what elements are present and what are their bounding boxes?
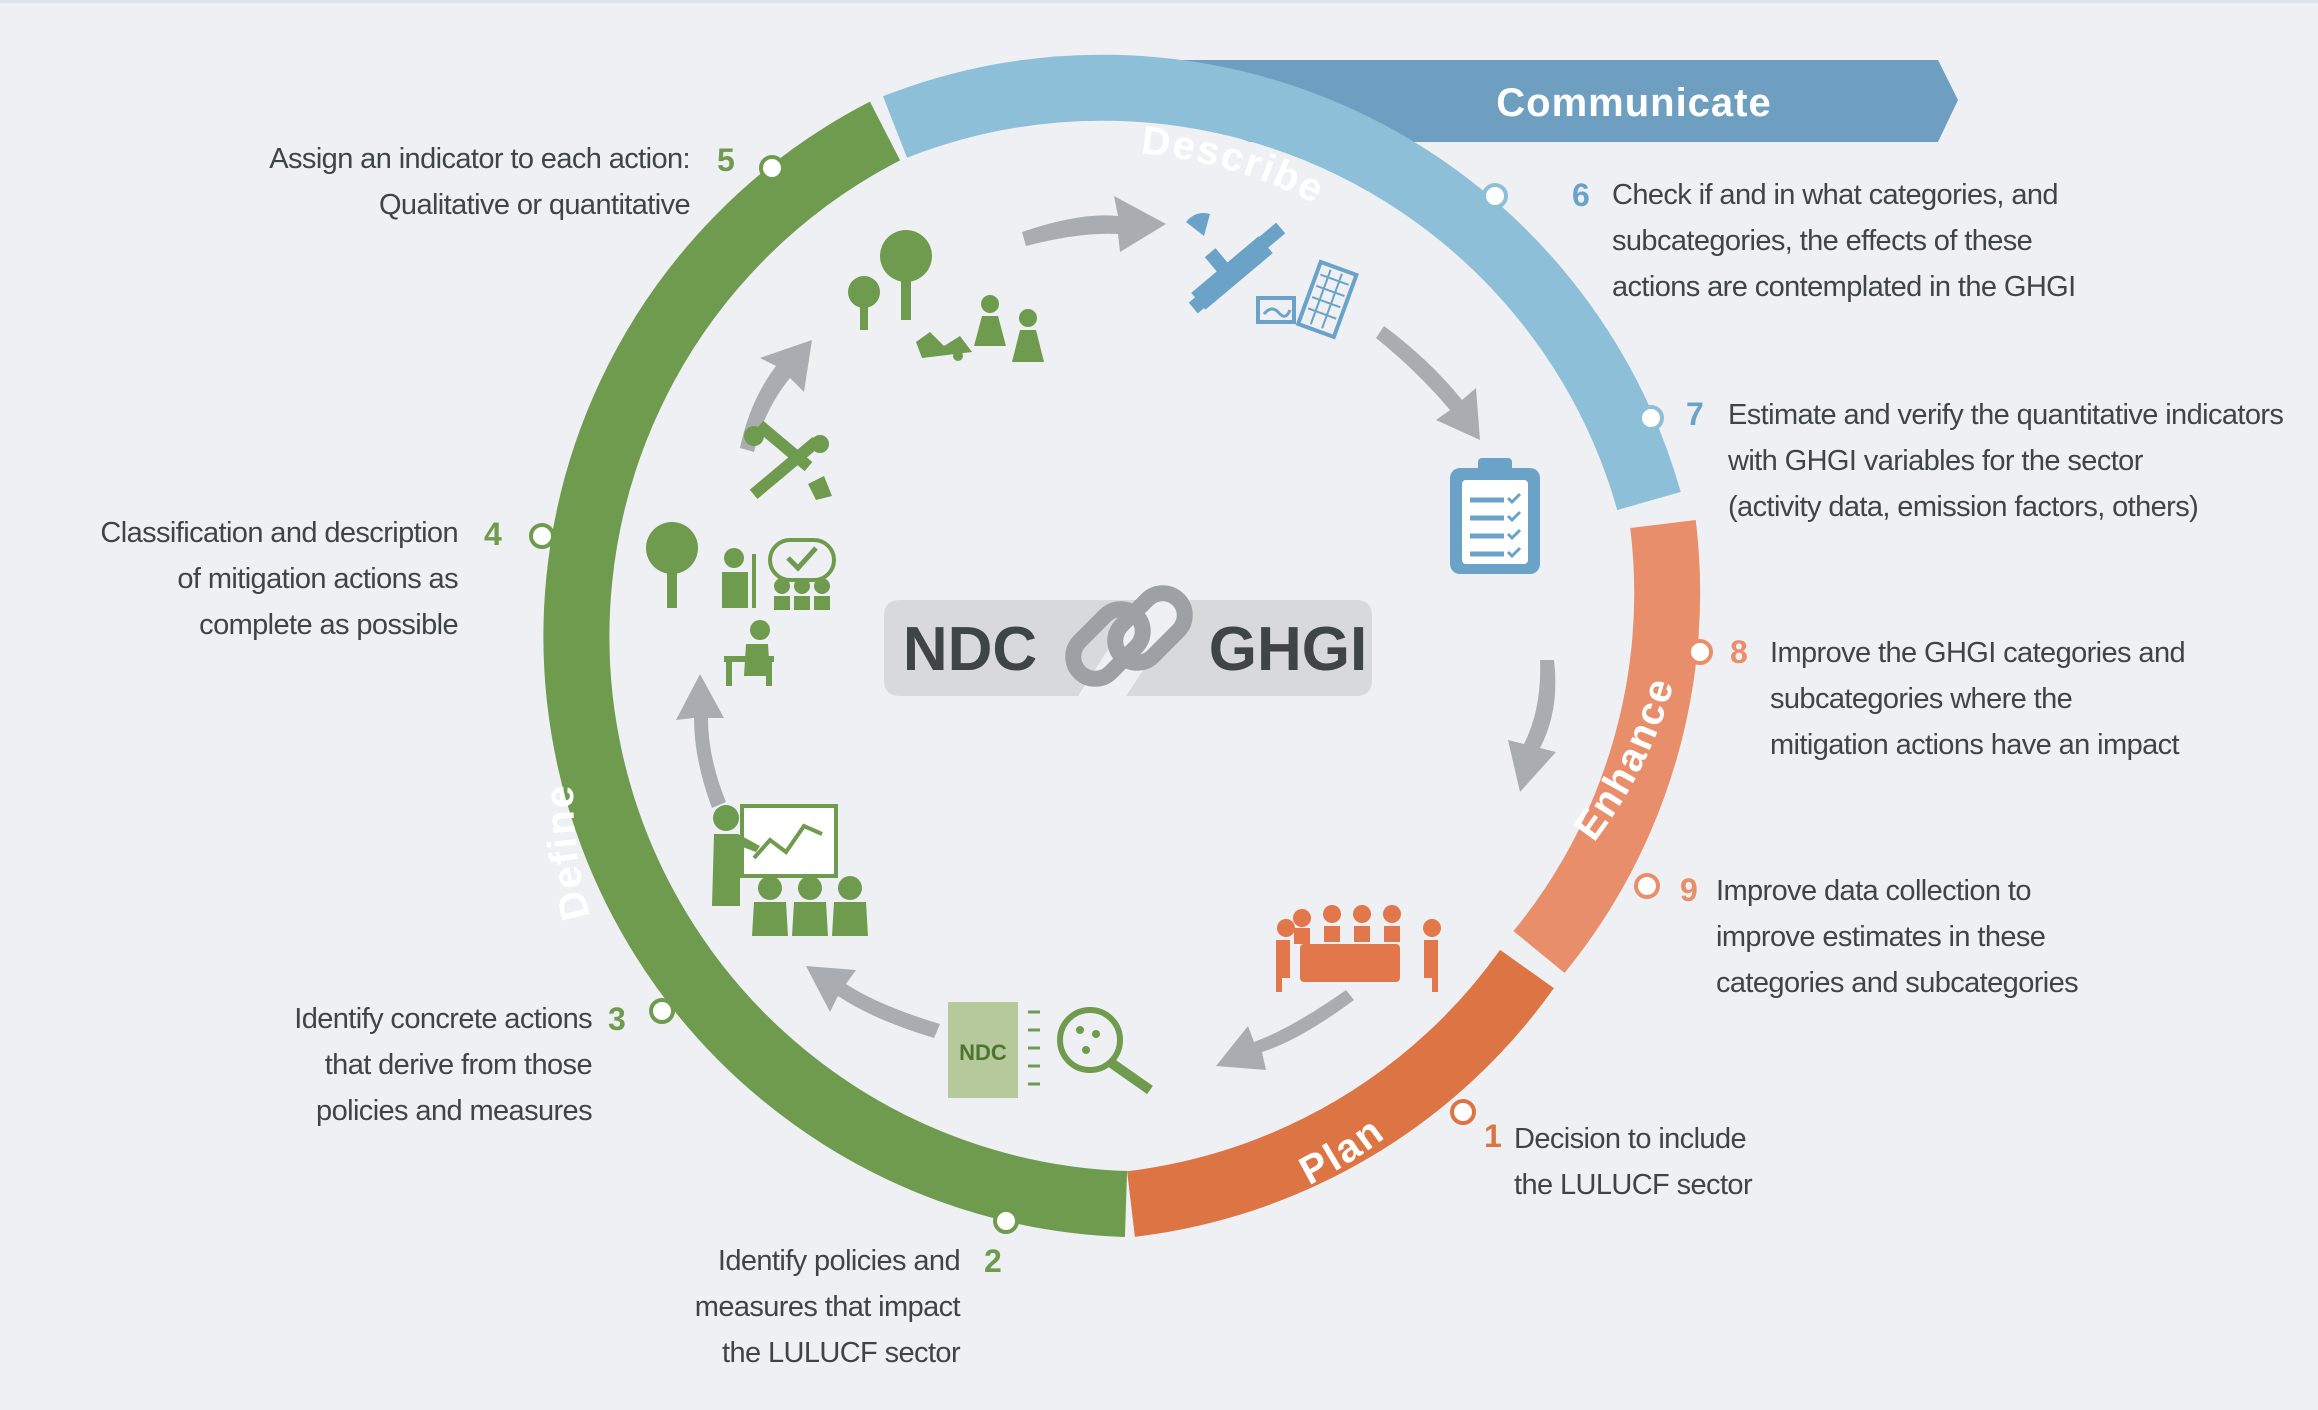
step-6-line-2: subcategories, the effects of these <box>1612 225 2033 257</box>
step-1-line-2: the LULUCF sector <box>1514 1169 1753 1201</box>
step-8-text: Improve the GHGI categories and subcateg… <box>1770 630 2186 768</box>
step-8-line-2: subcategories where the <box>1770 683 2073 715</box>
trees-planting-icon <box>848 230 1044 362</box>
workshop-group-icon <box>646 522 836 686</box>
step-2-line-1: Identify policies and <box>717 1245 961 1277</box>
step-6-line-3: actions are contemplated in the GHGI <box>1612 271 2076 303</box>
arrow-top-icon <box>1022 196 1166 252</box>
define-arc <box>543 101 1128 1237</box>
arrow-upper-right-icon <box>1376 326 1480 440</box>
step-4-line-3: complete as possible <box>199 609 458 641</box>
step-3-marker <box>649 998 675 1024</box>
describe-arc <box>882 54 1681 511</box>
ndc-document-search-icon: NDC <box>948 1002 1153 1098</box>
step-7-text: Estimate and verify the quantitative ind… <box>1728 392 2284 530</box>
step-1-marker <box>1450 1099 1476 1125</box>
presentation-audience-icon <box>712 804 868 936</box>
step-2-text: Identify policies and measures that impa… <box>694 1238 961 1376</box>
step-3-line-2: that derive from those <box>324 1049 593 1081</box>
step-9-marker <box>1634 873 1660 899</box>
arrow-bottom-icon <box>806 966 940 1038</box>
step-4-text: Classification and description of mitiga… <box>100 510 458 648</box>
step-7-marker <box>1638 405 1664 431</box>
step-2-number: 2 <box>984 1243 1002 1279</box>
step-2-line-2: measures that impact <box>694 1291 961 1323</box>
step-4-line-2: of mitigation actions as <box>177 563 458 595</box>
step-5-text: Assign an indicator to each action: Qual… <box>269 136 690 228</box>
arrow-left-upper-icon <box>740 340 812 452</box>
step-9-text: Improve data collection to improve estim… <box>1716 868 2079 1006</box>
step-5-line-2: Qualitative or quantitative <box>378 189 691 221</box>
step-7-line-2: with GHGI variables for the sector <box>1728 445 2143 477</box>
step-3-number: 3 <box>608 1001 626 1037</box>
step-6-line-1: Check if and in what categories, and <box>1612 179 2059 211</box>
step-1-number: 1 <box>1484 1118 1502 1154</box>
meeting-table-icon <box>1276 905 1441 992</box>
checklist-icon <box>1450 458 1540 574</box>
step-6-marker <box>1482 183 1508 209</box>
arrow-right-icon <box>1508 660 1556 792</box>
center-ndc-ghgi: NDC GHGI <box>884 585 1372 696</box>
center-ndc-label: NDC <box>903 615 1037 684</box>
step-3-text: Identify concrete actions that derive fr… <box>294 996 592 1134</box>
step-7-number: 7 <box>1686 396 1704 432</box>
step-8-line-1: Improve the GHGI categories and <box>1770 637 2186 669</box>
step-9-number: 9 <box>1680 872 1698 908</box>
step-2-marker <box>993 1208 1019 1234</box>
satellite-icon <box>1186 213 1359 340</box>
step-3-line-3: policies and measures <box>316 1095 593 1127</box>
step-5-marker <box>759 155 785 181</box>
step-1-text: Decision to include the LULUCF sector <box>1514 1116 1753 1208</box>
arrow-lower-right-icon <box>1216 990 1354 1070</box>
step-9-line-3: categories and subcategories <box>1716 967 2079 999</box>
step-4-number: 4 <box>484 516 502 552</box>
ndc-doc-label: NDC <box>959 1040 1007 1065</box>
inner-flow-arrows <box>676 196 1556 1070</box>
step-8-number: 8 <box>1730 634 1748 670</box>
chain-link-icon <box>1065 585 1193 687</box>
step-1-line-1: Decision to include <box>1514 1123 1747 1155</box>
step-5-number: 5 <box>717 142 735 178</box>
step-2-line-3: the LULUCF sector <box>722 1337 961 1369</box>
step-6-text: Check if and in what categories, and sub… <box>1612 172 2076 310</box>
step-8-marker <box>1687 639 1713 665</box>
step-3-line-1: Identify concrete actions <box>294 1003 592 1035</box>
step-4-line-1: Classification and description <box>100 517 458 549</box>
tools-icon <box>744 420 832 500</box>
step-8-line-3: mitigation actions have an impact <box>1770 729 2180 761</box>
step-4-marker <box>529 523 555 549</box>
communicate-label: Communicate <box>1496 81 1772 125</box>
step-7-line-1: Estimate and verify the quantitative ind… <box>1728 399 2284 431</box>
center-ghgi-label: GHGI <box>1209 615 1367 684</box>
step-6-number: 6 <box>1572 177 1590 213</box>
step-9-line-1: Improve data collection to <box>1716 875 2031 907</box>
step-5-line-1: Assign an indicator to each action: <box>269 143 690 175</box>
arrow-left-lower-icon <box>676 674 726 808</box>
step-9-line-2: improve estimates in these <box>1716 921 2046 953</box>
enhance-arc <box>1513 520 1701 973</box>
step-7-line-3: (activity data, emission factors, others… <box>1728 491 2199 523</box>
plan-arc <box>1126 949 1554 1237</box>
top-divider <box>0 0 2318 3</box>
